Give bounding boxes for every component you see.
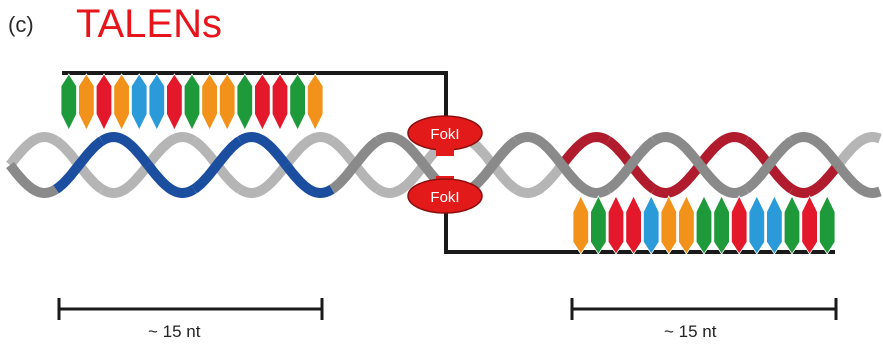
dna-strand-a-segment bbox=[789, 131, 842, 169]
foki-top-label: FokI bbox=[430, 126, 459, 143]
dna-strand-a-segment bbox=[605, 136, 657, 194]
dna-strand-a-segment bbox=[53, 136, 105, 194]
linker-top bbox=[62, 71, 448, 125]
tale-repeat-top bbox=[306, 73, 324, 131]
dna-strand-a-segment bbox=[696, 161, 749, 199]
tale-repeat-top bbox=[60, 73, 77, 131]
dna-strand-a-segment bbox=[834, 161, 882, 199]
panel-title: TALENs bbox=[76, 2, 222, 46]
tale-repeat-bottom bbox=[572, 195, 589, 255]
dna-strand-a-segment bbox=[651, 131, 704, 169]
dna-strand-a-segment bbox=[743, 136, 795, 194]
dna-strand-b-segment bbox=[834, 131, 882, 169]
tale-repeat-top bbox=[148, 73, 166, 131]
tale-repeat-top bbox=[130, 73, 148, 131]
dna-strand-b-segment bbox=[99, 161, 152, 199]
dna-strand-b-segment bbox=[789, 161, 842, 199]
scale-bar-right bbox=[570, 298, 838, 320]
tale-repeat-top bbox=[271, 73, 289, 131]
tale-repeat-bottom bbox=[625, 195, 642, 255]
tale-repeat-top bbox=[95, 73, 113, 131]
dna-double-helix bbox=[6, 131, 882, 199]
tale-repeat-top bbox=[183, 73, 201, 131]
dna-strand-a-segment bbox=[99, 131, 152, 169]
foki-top-neck bbox=[436, 148, 454, 156]
tale-repeat-top bbox=[166, 73, 183, 131]
dna-strand-b-segment bbox=[651, 161, 704, 199]
dna-strand-b-segment bbox=[144, 131, 197, 169]
panel-label: (c) bbox=[8, 12, 34, 37]
dna-strand-a-segment bbox=[558, 161, 611, 199]
tale-repeat-bottom bbox=[643, 195, 660, 255]
dna-strand-a-segment bbox=[144, 161, 197, 199]
dna-strand-a-segment bbox=[513, 131, 566, 169]
dna-strand-b-segment bbox=[237, 161, 290, 199]
scale-label-right: ~ 15 nt bbox=[664, 322, 717, 341]
tale-repeat-bottom bbox=[783, 195, 801, 255]
tale-repeat-bottom bbox=[678, 195, 695, 255]
dna-strand-a-segment bbox=[375, 131, 428, 169]
tale-repeat-bottom bbox=[819, 195, 836, 255]
foki-bottom-label: FokI bbox=[430, 189, 459, 206]
dna-strand-a-segment bbox=[329, 136, 381, 194]
dna-strand-b-segment bbox=[558, 131, 611, 169]
tale-repeat-bottom bbox=[748, 195, 765, 255]
tale-repeat-bottom bbox=[731, 195, 748, 255]
tale-repeat-bottom bbox=[801, 195, 818, 255]
dna-strand-a-segment bbox=[191, 136, 243, 194]
tale-repeat-bottom bbox=[660, 195, 677, 255]
dna-strand-a-segment bbox=[282, 161, 335, 199]
tale-repeat-top bbox=[218, 73, 236, 131]
tale-repeat-top bbox=[254, 73, 271, 131]
dna-strand-a-segment bbox=[467, 136, 519, 194]
foki-domain-top: FokI bbox=[407, 115, 483, 156]
foki-domain-bottom: FokI bbox=[407, 176, 483, 214]
scale-bars bbox=[57, 298, 838, 320]
dna-strand-b-segment bbox=[375, 161, 428, 199]
tale-repeat-top bbox=[113, 73, 130, 131]
dna-strand-b-segment bbox=[696, 131, 749, 169]
dna-strand-b-segment bbox=[282, 131, 335, 169]
foki-bottom-shape bbox=[407, 178, 483, 214]
tale-repeat-top bbox=[78, 73, 95, 131]
tale-repeat-bottom bbox=[695, 195, 713, 255]
dna-strand-b-segment bbox=[513, 161, 566, 199]
dna-strand-a-segment bbox=[6, 161, 59, 199]
dna-strand-a-segment bbox=[237, 131, 290, 169]
tale-repeat-bottom bbox=[607, 195, 625, 255]
tale-repeat-array-bottom bbox=[572, 195, 836, 255]
tale-repeat-bottom bbox=[713, 195, 730, 255]
tale-repeat-array-top bbox=[60, 73, 324, 131]
tale-repeat-top bbox=[289, 73, 306, 131]
tale-repeat-top bbox=[236, 73, 254, 131]
tale-repeat-bottom bbox=[766, 195, 783, 255]
tale-repeat-top bbox=[201, 73, 218, 131]
dna-strand-b-segment bbox=[6, 131, 59, 169]
scale-bar-left bbox=[57, 298, 324, 320]
tale-repeat-bottom bbox=[590, 195, 607, 255]
scale-label-left: ~ 15 nt bbox=[148, 322, 201, 341]
